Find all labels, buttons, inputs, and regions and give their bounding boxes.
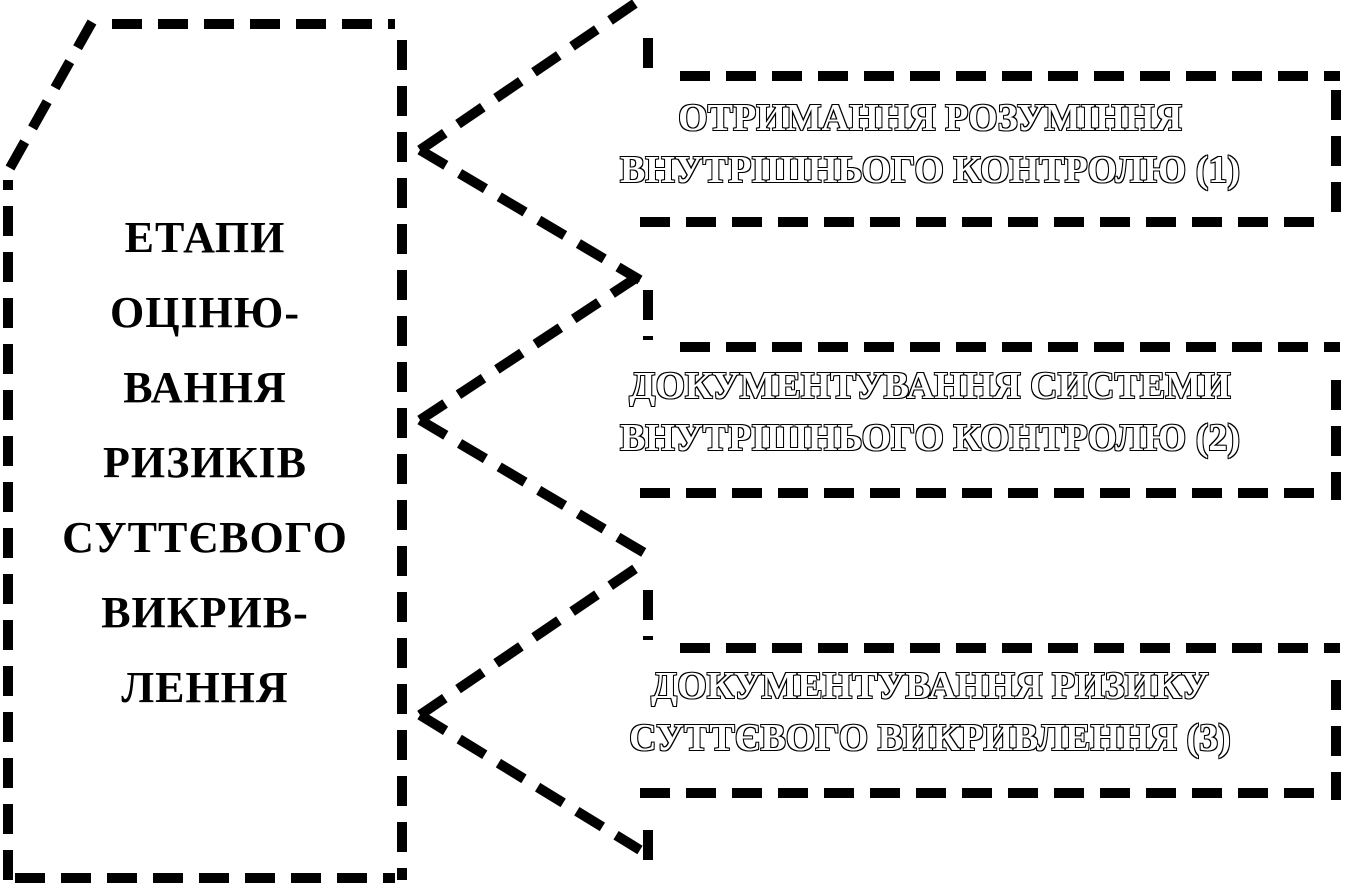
- connector-1-lower: [417, 145, 643, 285]
- stages-title-line: ЕТАПИ: [124, 213, 286, 262]
- stages-title-line: РИЗИКІВ: [103, 438, 307, 487]
- stages-title-line: СУТТЄВОГО: [62, 513, 348, 562]
- container-top-left-diagonal: [5, 19, 97, 171]
- stage-2-line: ВНУТРІШНЬОГО КОНТРОЛЮ (2): [619, 416, 1241, 460]
- stages-title: ЕТАПИ ОЦІНЮ- ВАННЯ РИЗИКІВ СУТТЄВОГО ВИК…: [40, 200, 370, 725]
- stage-1-label: ОТРИМАННЯ РОЗУМІННЯ ВНУТРІШНЬОГО КОНТРОЛ…: [540, 92, 1320, 196]
- stages-title-line: ЛЕННЯ: [121, 663, 289, 712]
- stages-title-line: ВИКРИВ-: [101, 588, 309, 637]
- stage-3-line: СУТТЄВОГО ВИКРИВЛЕННЯ (3): [628, 716, 1231, 760]
- stage-2-label: ДОКУМЕНТУВАННЯ СИСТЕМИ ВНУТРІШНЬОГО КОНТ…: [540, 360, 1320, 464]
- stage-3-label: ДОКУМЕНТУВАННЯ РИЗИКУ СУТТЄВОГО ВИКРИВЛЕ…: [540, 660, 1320, 764]
- stage-2-line: ДОКУМЕНТУВАННЯ СИСТЕМИ: [628, 364, 1231, 408]
- stage-1-line: ВНУТРІШНЬОГО КОНТРОЛЮ (1): [619, 148, 1241, 192]
- stages-title-line: ОЦІНЮ-: [110, 288, 300, 337]
- stages-title-line: ВАННЯ: [123, 363, 287, 412]
- stage-1-line: ОТРИМАННЯ РОЗУМІННЯ: [677, 96, 1182, 140]
- stage-3-line: ДОКУМЕНТУВАННЯ РИЗИКУ: [650, 664, 1210, 708]
